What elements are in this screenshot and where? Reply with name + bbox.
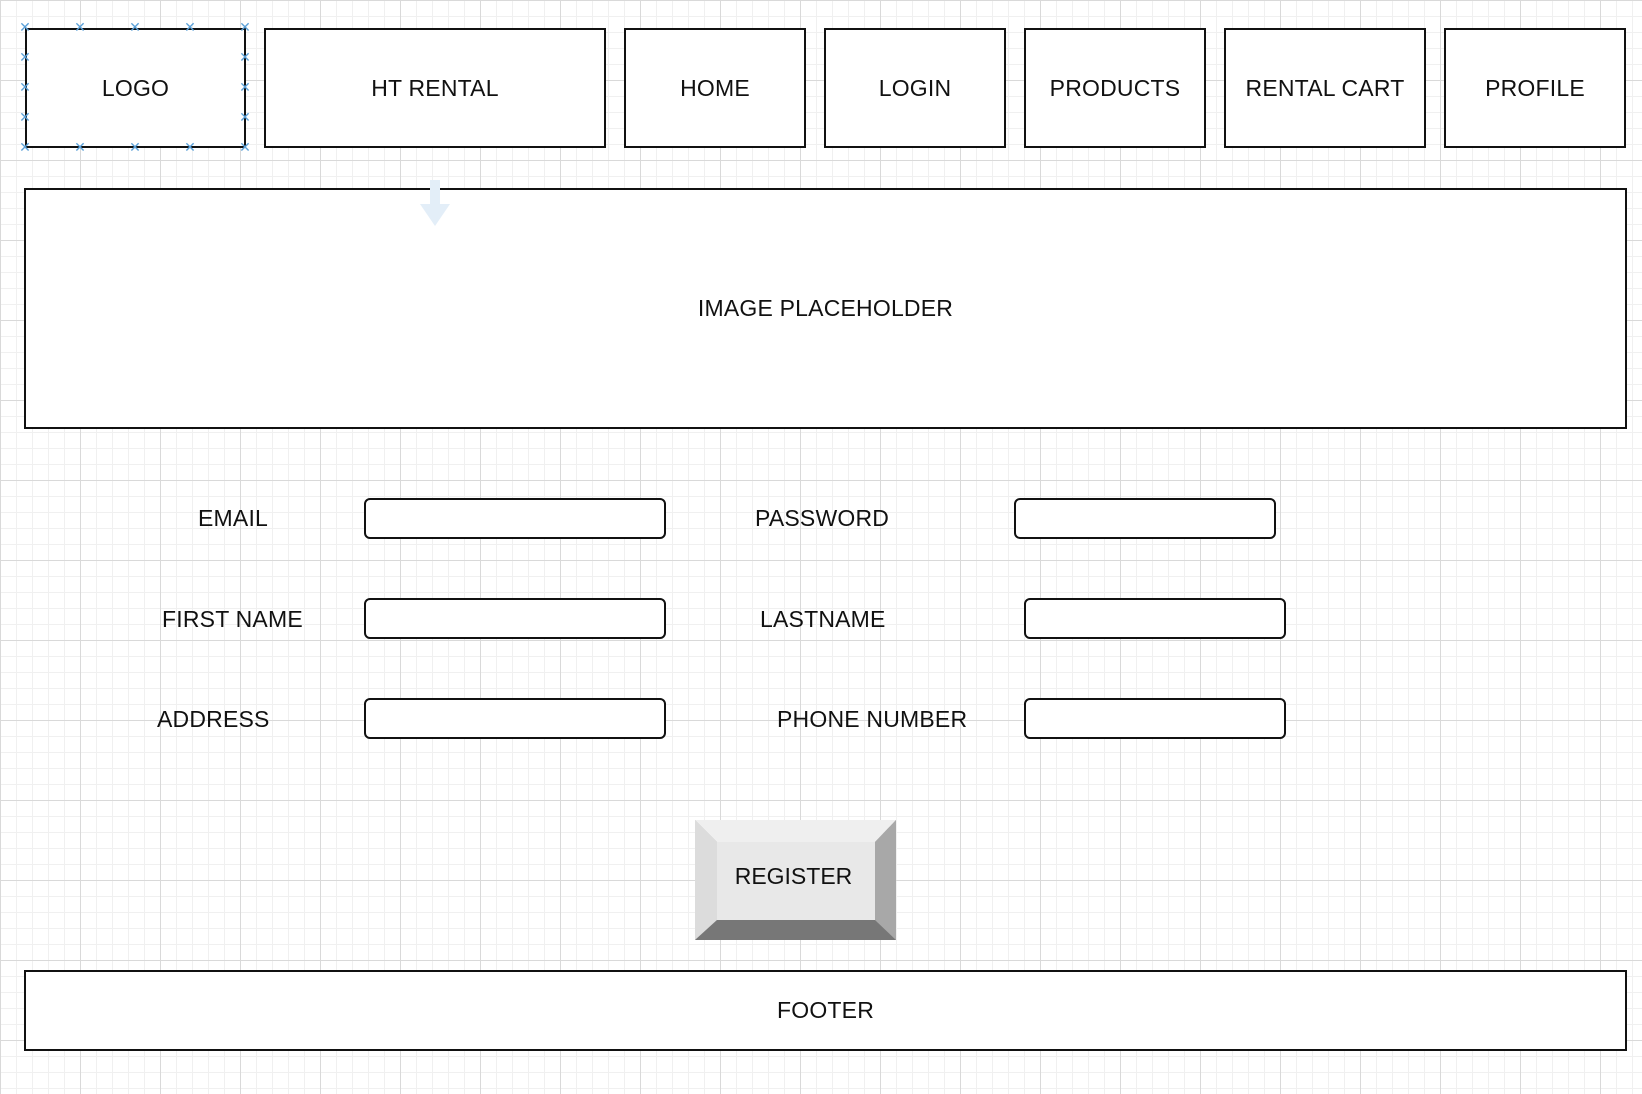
selection-handle-icon[interactable]: ✕ xyxy=(239,80,251,96)
image-placeholder-label: IMAGE PLACEHOLDER xyxy=(697,295,954,321)
selection-handle-icon[interactable]: ✕ xyxy=(19,50,31,66)
selection-handle-icon[interactable]: ✕ xyxy=(184,140,196,156)
selection-handle-icon[interactable]: ✕ xyxy=(239,110,251,126)
nav-products-label: PRODUCTS xyxy=(1049,74,1181,101)
arrow-down-icon xyxy=(420,180,450,226)
selection-handle-icon[interactable]: ✕ xyxy=(239,50,251,66)
footer[interactable]: FOOTER xyxy=(24,970,1627,1051)
nav-home[interactable]: HOME xyxy=(624,28,806,148)
nav-profile-label: PROFILE xyxy=(1485,74,1585,101)
selection-handle-icon[interactable]: ✕ xyxy=(19,80,31,96)
nav-login-label: LOGIN xyxy=(878,74,952,101)
brand-title: HT RENTAL xyxy=(371,74,499,101)
lastname-label: LASTNAME xyxy=(760,606,886,632)
first-name-label: FIRST NAME xyxy=(162,606,303,632)
register-bevel xyxy=(695,820,896,940)
selection-handle-icon[interactable]: ✕ xyxy=(74,20,86,36)
password-label: PASSWORD xyxy=(755,505,890,531)
register-button[interactable]: REGISTER xyxy=(695,820,896,940)
phone-number-label: PHONE NUMBER xyxy=(777,706,968,732)
nav-profile[interactable]: PROFILE xyxy=(1444,28,1626,148)
selection-handle-icon[interactable]: ✕ xyxy=(19,140,31,156)
lastname-field[interactable] xyxy=(1024,598,1286,639)
nav-login[interactable]: LOGIN xyxy=(824,28,1006,148)
selection-handle-icon[interactable]: ✕ xyxy=(184,20,196,36)
phone-number-field[interactable] xyxy=(1024,698,1286,739)
footer-label: FOOTER xyxy=(776,997,875,1023)
register-button-label: REGISTER xyxy=(734,862,853,889)
brand-box[interactable]: HT RENTAL xyxy=(264,28,606,148)
image-placeholder[interactable]: IMAGE PLACEHOLDER xyxy=(24,188,1627,429)
first-name-field[interactable] xyxy=(364,598,666,639)
selection-handle-icon[interactable]: ✕ xyxy=(239,140,251,156)
nav-home-label: HOME xyxy=(680,74,750,101)
password-field[interactable] xyxy=(1014,498,1276,539)
selection-handle-icon[interactable]: ✕ xyxy=(129,140,141,156)
address-field[interactable] xyxy=(364,698,666,739)
selection-handle-icon[interactable]: ✕ xyxy=(239,20,251,36)
selection-handle-icon[interactable]: ✕ xyxy=(19,20,31,36)
email-label: EMAIL xyxy=(198,505,269,531)
nav-products[interactable]: PRODUCTS xyxy=(1024,28,1206,148)
logo-box[interactable]: LOGO xyxy=(25,28,246,148)
logo-text: LOGO xyxy=(101,74,170,101)
selection-handle-icon[interactable]: ✕ xyxy=(19,110,31,126)
nav-rental-cart[interactable]: RENTAL CART xyxy=(1224,28,1426,148)
selection-handle-icon[interactable]: ✕ xyxy=(74,140,86,156)
address-label: ADDRESS xyxy=(157,706,270,732)
nav-rental-cart-label: RENTAL CART xyxy=(1245,74,1405,101)
selection-handle-icon[interactable]: ✕ xyxy=(129,20,141,36)
email-field[interactable] xyxy=(364,498,666,539)
